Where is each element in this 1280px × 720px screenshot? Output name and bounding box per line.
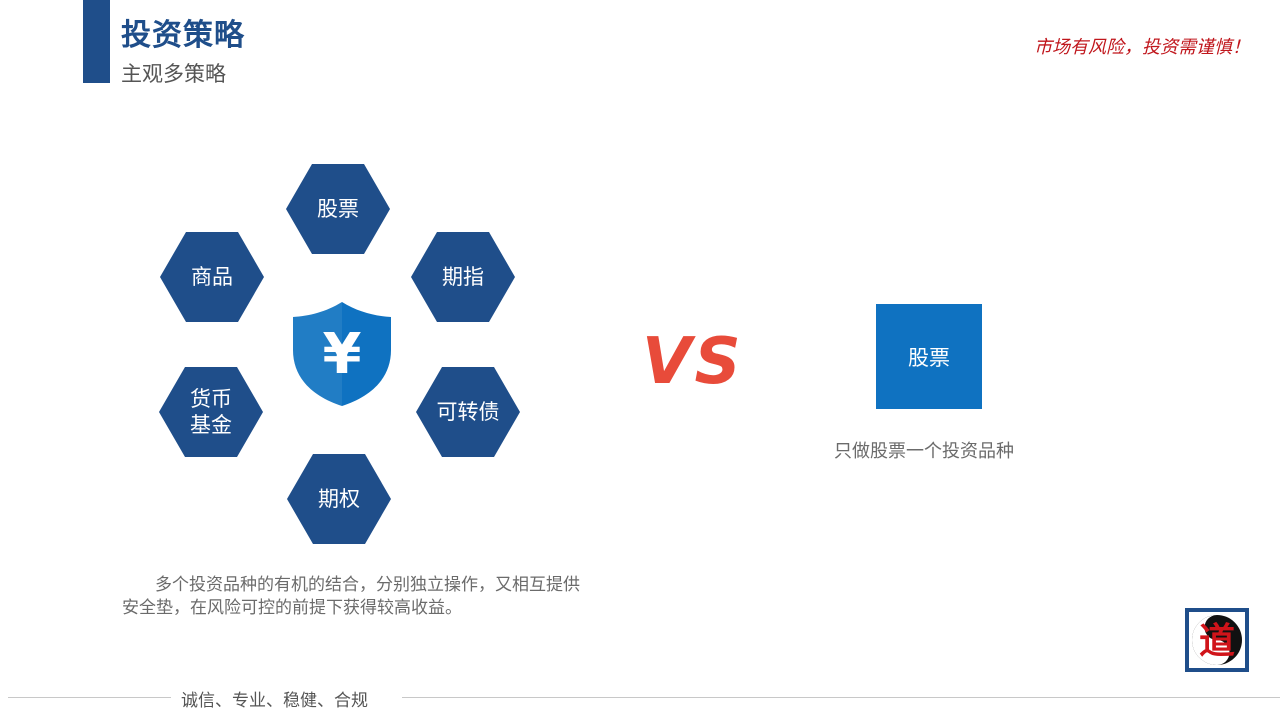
single-stock-label: 股票 [908, 345, 950, 370]
dao-logo-icon: 道 [1185, 608, 1249, 672]
hex-label-group: 货币 基金 [190, 386, 232, 438]
single-stock-box: 股票 [876, 304, 982, 409]
hex-label-line: 基金 [190, 413, 232, 437]
dao-logo-graphic: 道 [1189, 612, 1245, 668]
risk-warning: 市场有风险，投资需谨慎！ [1034, 37, 1250, 58]
hex-index-futures: 期指 [411, 232, 515, 322]
footer-divider-right [402, 697, 1280, 698]
footer-values: 诚信、专业、稳健、合规 [181, 691, 368, 711]
title-accent-bar [83, 0, 110, 83]
hex-label: 期指 [442, 265, 484, 289]
strategy-description: 多个投资品种的有机的结合，分别独立操作，又相互提供安全垫，在风险可控的前提下获得… [122, 575, 580, 618]
page-subtitle: 主观多策略 [121, 62, 226, 86]
vs-label: VS [642, 325, 744, 399]
hex-convertible-bonds: 可转债 [416, 367, 520, 457]
hex-money-fund: 货币 基金 [159, 367, 263, 457]
hex-stocks: 股票 [286, 164, 390, 254]
yuan-symbol: ¥ [323, 322, 362, 387]
hex-label: 期权 [318, 487, 360, 511]
hex-label: 股票 [317, 197, 359, 221]
dao-glyph: 道 [1199, 620, 1235, 662]
hex-label: 商品 [191, 265, 233, 289]
single-stock-caption: 只做股票一个投资品种 [834, 441, 1014, 462]
hex-label-line: 货币 [190, 387, 232, 411]
footer-divider-left [8, 697, 171, 698]
hex-options: 期权 [287, 454, 391, 544]
hex-commodities: 商品 [160, 232, 264, 322]
page-title: 投资策略 [121, 18, 245, 53]
shield-yuan-icon: ¥ [293, 302, 391, 406]
hex-label: 可转债 [436, 400, 500, 424]
